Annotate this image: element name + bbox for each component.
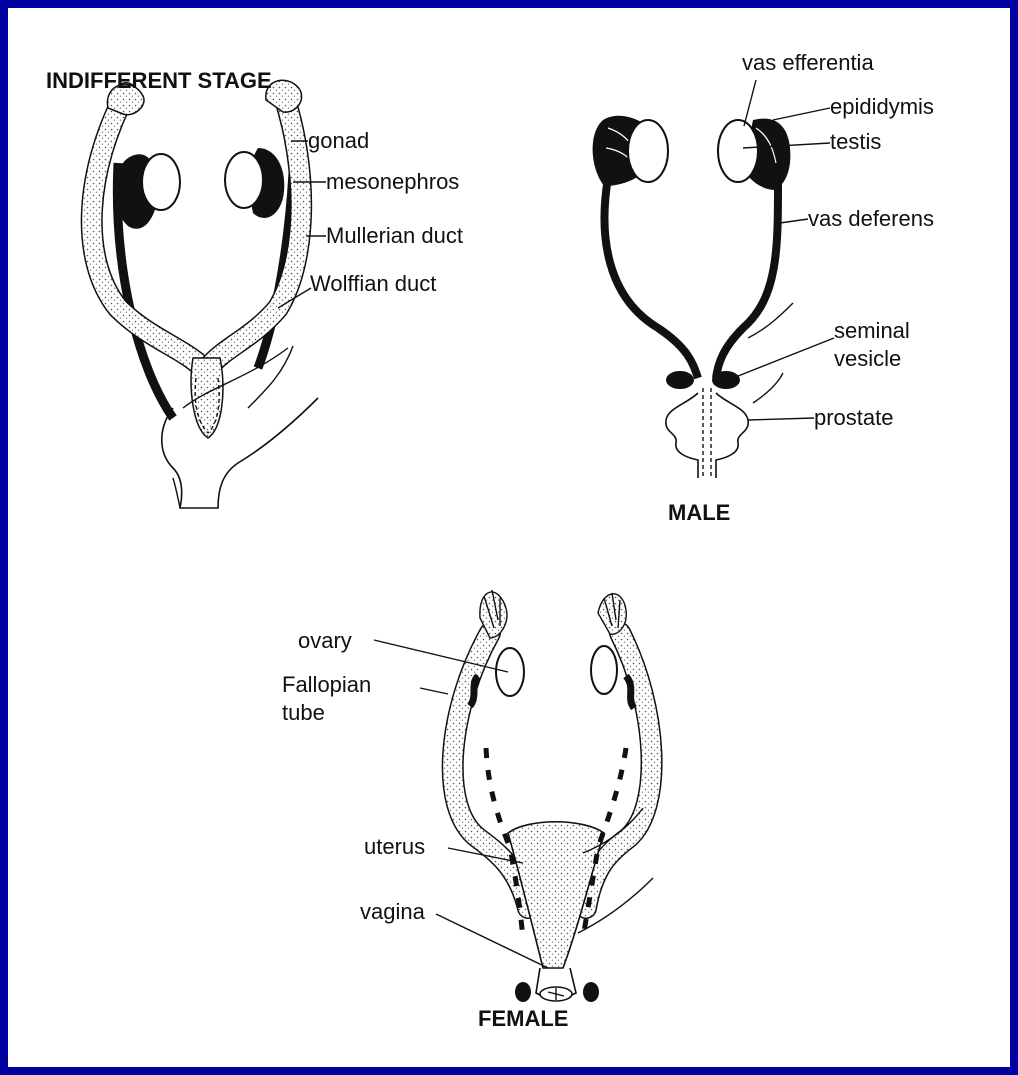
- label-testis: testis: [830, 129, 881, 154]
- label-vas-efferentia: vas efferentia: [742, 50, 874, 75]
- label-epididymis: epididymis: [830, 94, 934, 119]
- right-gonad: [225, 152, 263, 208]
- right-vas-deferens: [716, 183, 778, 378]
- label-vas-deferens: vas deferens: [808, 206, 934, 231]
- female-drawing: [453, 590, 653, 1002]
- left-gonad: [142, 154, 180, 210]
- label-seminal: seminal: [834, 318, 910, 343]
- indifferent-stage-heading: INDIFFERENT STAGE: [46, 68, 272, 93]
- urogenital-sinus: [162, 398, 318, 508]
- prostate-gland: [666, 393, 748, 478]
- reproductive-development-diagram: INDIFFERENT STAGE gonad mesonephros Mull…: [8, 8, 1010, 1067]
- male-drawing: [593, 116, 793, 478]
- label-vesicle: vesicle: [834, 346, 901, 371]
- right-testis: [718, 120, 758, 182]
- label-fallopian: Fallopian: [282, 672, 371, 697]
- label-wolffian-duct: Wolffian duct: [310, 271, 436, 296]
- male-heading: MALE: [668, 500, 730, 525]
- left-seminal-vesicle: [666, 371, 694, 389]
- label-mesonephros: mesonephros: [326, 169, 459, 194]
- label-ovary: ovary: [298, 628, 352, 653]
- label-prostate: prostate: [814, 405, 894, 430]
- label-uterus: uterus: [364, 834, 425, 859]
- label-tube: tube: [282, 700, 325, 725]
- label-vagina: vagina: [360, 899, 426, 924]
- indifferent-stage-drawing: [92, 80, 318, 508]
- right-ovary: [591, 646, 617, 694]
- left-testis: [628, 120, 668, 182]
- left-ovary: [496, 648, 524, 696]
- diagram-frame: INDIFFERENT STAGE gonad mesonephros Mull…: [8, 8, 1010, 1067]
- right-seminal-vesicle: [712, 371, 740, 389]
- label-gonad: gonad: [308, 128, 369, 153]
- female-heading: FEMALE: [478, 1006, 568, 1031]
- left-vas-deferens: [605, 178, 698, 378]
- label-mullerian-duct: Mullerian duct: [326, 223, 463, 248]
